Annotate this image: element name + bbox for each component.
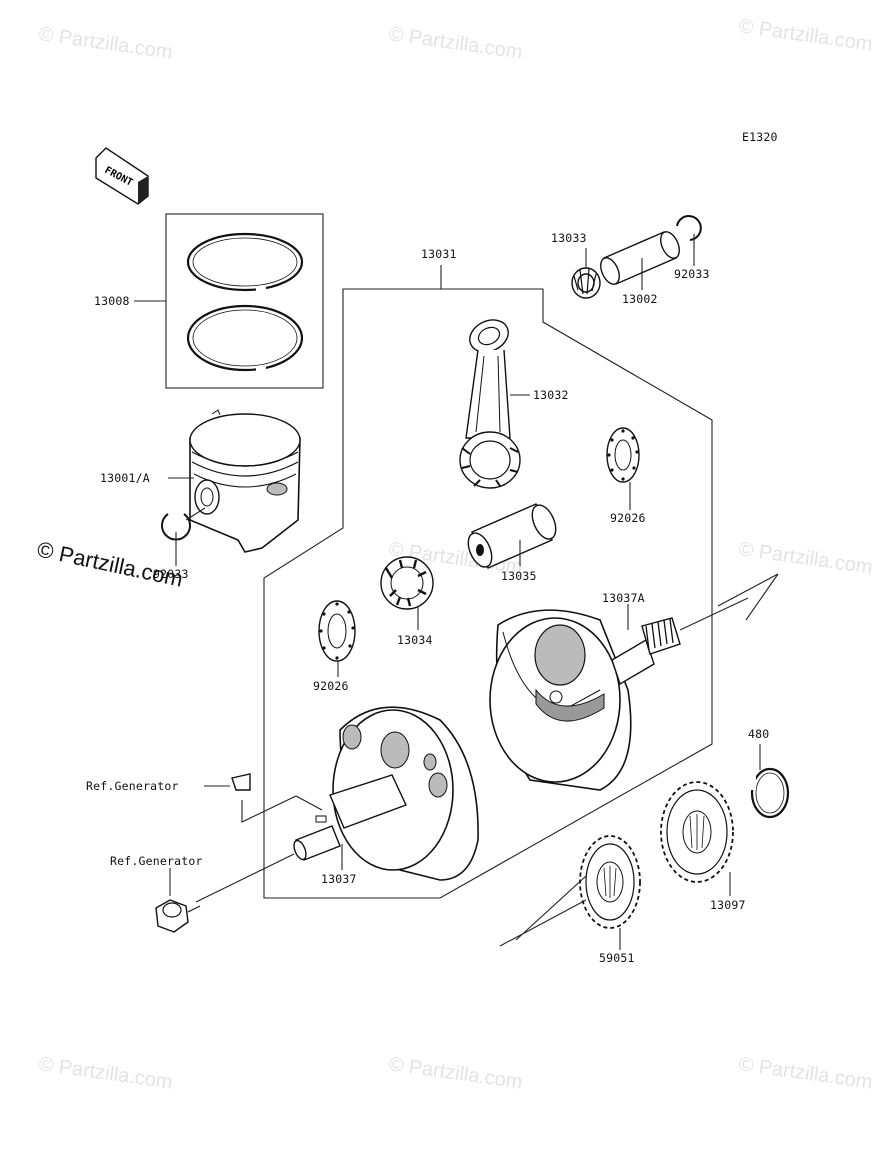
circlip-480 bbox=[746, 744, 790, 819]
watermark-prominent: © Partzilla.com bbox=[35, 536, 185, 591]
gear-59051 bbox=[499, 835, 641, 950]
thrust-washer-92026-right bbox=[606, 427, 640, 510]
key-leader-line bbox=[241, 795, 323, 823]
callout-13008: 13008 bbox=[94, 294, 130, 308]
callout-59051: 59051 bbox=[599, 951, 635, 965]
callout-92026-left: 92026 bbox=[313, 679, 349, 693]
watermark-bottom-center: © Partzilla.com bbox=[387, 1053, 524, 1094]
big-end-bearing-13034 bbox=[380, 556, 434, 630]
crank-pin-13035 bbox=[467, 503, 557, 569]
woodruff-key bbox=[204, 773, 251, 791]
callout-13034: 13034 bbox=[397, 633, 433, 647]
thrust-washer-92026-left bbox=[318, 600, 356, 677]
callout-13037: 13037 bbox=[321, 872, 357, 886]
callout-92033-right: 92033 bbox=[674, 267, 710, 281]
watermark-bottom-right: © Partzilla.com bbox=[737, 1053, 874, 1094]
piston-pin-clip-92033-left bbox=[161, 507, 206, 566]
callout-13002: 13002 bbox=[622, 292, 658, 306]
ref-generator-label-2: Ref.Generator bbox=[110, 854, 203, 868]
flange-nut bbox=[155, 853, 295, 933]
piston-pin-13002 bbox=[600, 231, 680, 290]
piston-pin-clip-92033-right bbox=[676, 215, 702, 266]
callout-92033-left: 92033 bbox=[153, 567, 189, 581]
callout-13097: 13097 bbox=[710, 898, 746, 912]
ref-generator-label-1: Ref.Generator bbox=[86, 779, 179, 793]
connecting-rod-13032 bbox=[459, 319, 530, 489]
watermark-top-center: © Partzilla.com bbox=[387, 23, 524, 64]
watermark-mid-right: © Partzilla.com bbox=[737, 538, 874, 579]
front-arrow-icon: FRONT bbox=[95, 147, 149, 205]
small-end-bearing-13033 bbox=[571, 248, 601, 299]
callout-13032: 13032 bbox=[533, 388, 569, 402]
watermark-bottom-left: © Partzilla.com bbox=[37, 1053, 174, 1094]
watermark-top-left: © Partzilla.com bbox=[37, 23, 174, 64]
diagram-code: E1320 bbox=[742, 130, 778, 144]
watermark-top-right: © Partzilla.com bbox=[737, 15, 874, 56]
callout-92026-right: 92026 bbox=[610, 511, 646, 525]
crankshaft-right-13037A bbox=[489, 573, 779, 791]
piston-13001A bbox=[168, 409, 301, 553]
gear-13097 bbox=[660, 781, 734, 896]
crankshaft-left-13037 bbox=[293, 706, 479, 881]
piston-rings-13008 bbox=[134, 213, 324, 389]
watermark-layer: © Partzilla.com © Partzilla.com © Partzi… bbox=[37, 15, 874, 1094]
crankshaft-assembly-outline bbox=[263, 265, 713, 899]
callout-13001A: 13001/A bbox=[100, 471, 150, 485]
callout-13031: 13031 bbox=[421, 247, 457, 261]
callout-480: 480 bbox=[748, 727, 769, 741]
callout-13037A: 13037A bbox=[602, 591, 645, 605]
callout-13033: 13033 bbox=[551, 231, 587, 245]
callout-13035: 13035 bbox=[501, 569, 537, 583]
